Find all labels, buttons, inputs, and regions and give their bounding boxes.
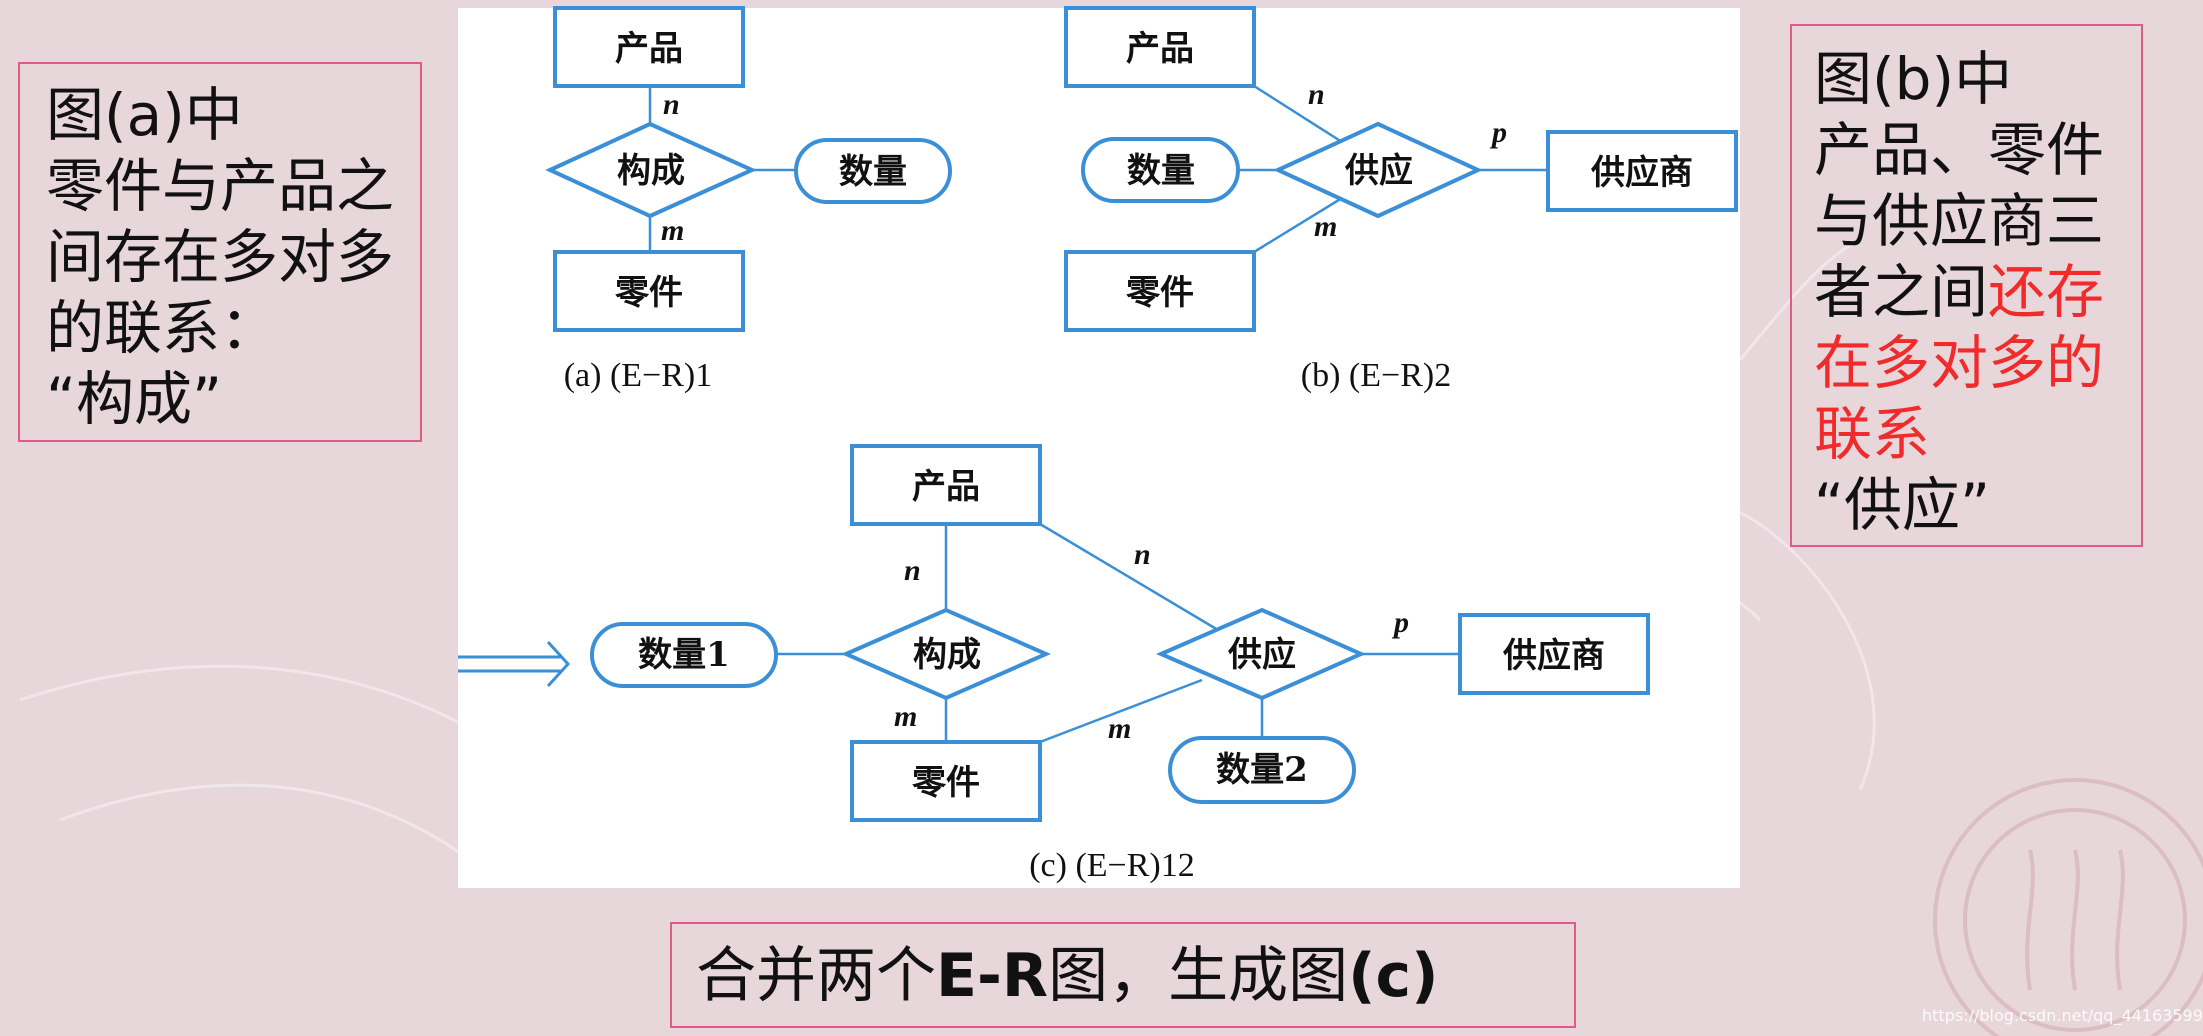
relation-b-supply-label: 供应	[1344, 151, 1413, 191]
edge-c-product-rel2	[1039, 522, 1219, 632]
entity-b-supplier: 供应商	[1546, 130, 1738, 212]
caption-a: (a) (E−R)1	[564, 357, 713, 394]
note-b-line-4-text: 者之间	[1814, 258, 1989, 326]
er-diagram: 产品 构成 数量 零件 n m (a) (E−R)1	[458, 6, 1738, 884]
entity-a-product-label: 产品	[615, 29, 683, 69]
note-b-line-1: 图(b)中	[1814, 45, 2013, 113]
note-b-highlight-line-1: 在多对多的	[1814, 329, 2105, 397]
card-b-top: n	[1308, 78, 1325, 111]
relation-c-supply-label: 供应	[1227, 635, 1296, 675]
entity-c-product-label: 产品	[912, 467, 980, 507]
caption-b: (b) (E−R)2	[1301, 357, 1451, 394]
source-watermark: https://blog.csdn.net/qq_44163599	[1922, 1006, 2203, 1025]
double-arrow-icon	[458, 640, 571, 688]
attribute-c-quantity-2: 数量2	[1168, 736, 1356, 804]
edge-b-relation-part	[1253, 196, 1343, 254]
attribute-c-quantity-2-label: 数量2	[1216, 750, 1308, 790]
entity-a-part-label: 零件	[615, 273, 683, 313]
diagram-a: 产品 构成 数量 零件 n m (a) (E−R)1	[545, 6, 952, 394]
card-b-bottom: m	[1314, 210, 1337, 243]
note-a-line-4: 的联系：	[46, 294, 279, 362]
attribute-a-quantity: 数量	[794, 138, 952, 204]
entity-c-part-label: 零件	[912, 763, 980, 803]
relation-a-compose-label: 构成	[617, 151, 685, 191]
card-c-supply-top: n	[1134, 538, 1151, 571]
card-c-supply-bottom: m	[1108, 712, 1131, 745]
relation-c-compose: 构成	[841, 607, 1051, 701]
note-b-highlight-line-2: 联系	[1814, 400, 1931, 468]
card-a-top: n	[663, 88, 680, 121]
university-seal-icon	[1933, 778, 2203, 1036]
card-c-supply-right: p	[1391, 606, 1409, 639]
entity-c-supplier: 供应商	[1458, 613, 1650, 695]
diagram-b: 产品 数量 供应 供应商 零件 n p m (b) (E−R)2	[1064, 6, 1738, 394]
relation-a-compose: 构成	[545, 121, 757, 219]
entity-a-product: 产品	[553, 6, 745, 88]
note-figure-b: 图(b)中 产品、零件 与供应商三 者之间还存 在多对多的 联系 “供应”	[1790, 24, 2143, 547]
note-b-line-4: 者之间还存	[1814, 257, 2141, 328]
attribute-c-quantity-1: 数量1	[590, 622, 778, 688]
note-a-line-1: 图(a)中	[46, 81, 243, 149]
attribute-b-quantity-label: 数量	[1127, 151, 1195, 191]
note-a-line-2: 零件与产品之	[46, 152, 395, 220]
entity-b-supplier-label: 供应商	[1590, 153, 1693, 193]
card-b-right: p	[1489, 116, 1507, 149]
entity-c-supplier-label: 供应商	[1502, 636, 1605, 676]
note-b-line-3: 与供应商三	[1814, 187, 2105, 255]
edge-b-product-relation	[1253, 84, 1343, 144]
entity-c-part: 零件	[850, 740, 1042, 822]
relation-c-supply: 供应	[1155, 607, 1366, 701]
edge-c-part-rel2	[1039, 678, 1203, 744]
entity-b-part: 零件	[1064, 250, 1256, 332]
note-a-line-5: “构成”	[46, 365, 223, 433]
footer-middle: 图，生成图	[1048, 941, 1349, 1011]
note-b-last-line: “供应”	[1814, 471, 1991, 539]
card-c-compose-top: n	[904, 554, 921, 587]
attribute-c-quantity-1-label: 数量1	[638, 635, 730, 675]
card-a-bottom: m	[661, 214, 684, 247]
footer-bold-c: (c)	[1348, 941, 1439, 1011]
footer-prefix: 合并两个	[696, 941, 936, 1011]
relation-b-supply: 供应	[1273, 121, 1483, 219]
attribute-b-quantity: 数量	[1081, 137, 1240, 203]
diagram-c: 产品 数量1 构成 供应 供应商 零件	[458, 444, 1650, 884]
attribute-a-quantity-label: 数量	[839, 152, 907, 192]
footer-bold-er: E-R	[936, 941, 1049, 1011]
entity-b-product-label: 产品	[1126, 29, 1194, 69]
note-a-line-3: 间存在多对多	[46, 223, 395, 291]
entity-b-part-label: 零件	[1126, 273, 1194, 313]
merge-instruction-box: 合并两个E-R图，生成图(c)	[670, 922, 1576, 1028]
card-c-compose-bottom: m	[894, 700, 917, 733]
er-diagram-canvas: 产品 构成 数量 零件 n m (a) (E−R)1	[458, 6, 1740, 888]
entity-a-part: 零件	[553, 250, 745, 332]
note-figure-a: 图(a)中 零件与产品之 间存在多对多 的联系： “构成”	[18, 62, 422, 442]
note-b-line-2: 产品、零件	[1814, 116, 2105, 184]
entity-c-product: 产品	[850, 444, 1042, 526]
entity-b-product: 产品	[1064, 6, 1256, 88]
note-b-highlight-tail: 还存	[1988, 258, 2105, 326]
caption-c: (c) (E−R)12	[1029, 847, 1195, 884]
relation-c-compose-label: 构成	[913, 635, 981, 675]
